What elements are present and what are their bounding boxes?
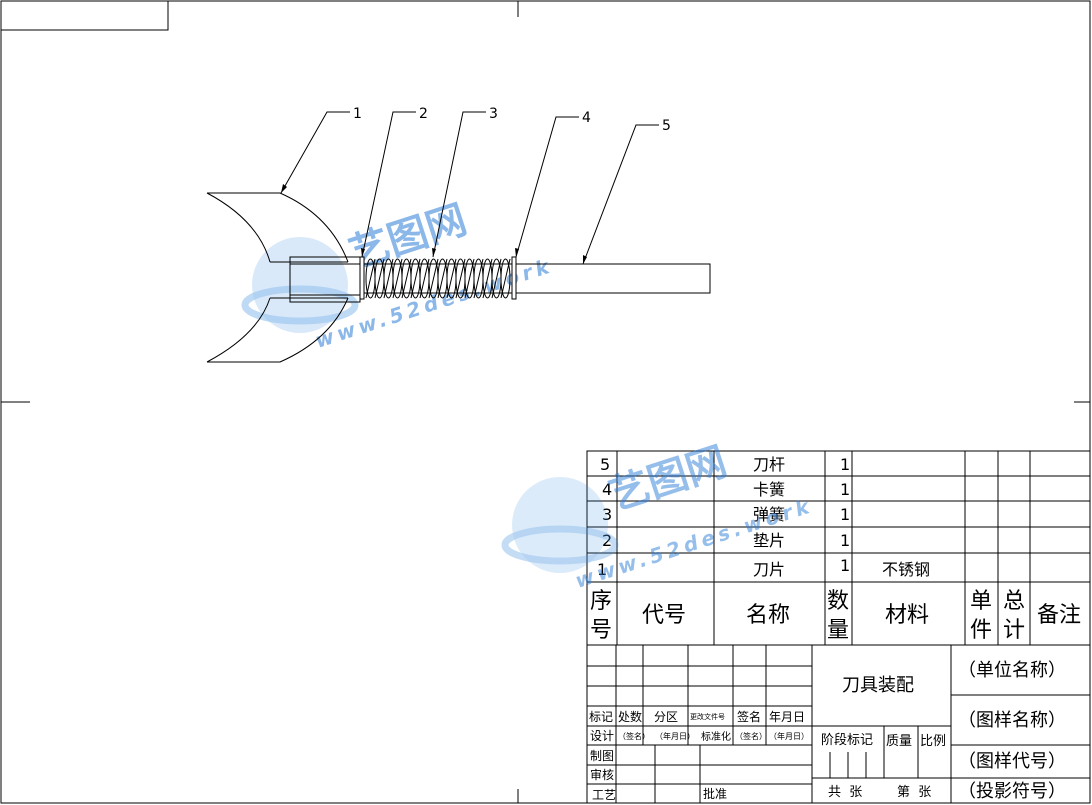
table-row: 3 弹簧 1: [602, 505, 850, 524]
header-material: 材料: [885, 603, 929, 628]
rev-doc-label: 更改文件号: [690, 712, 725, 721]
header-qty-1: 数: [827, 589, 849, 614]
callout-4: 4: [582, 110, 591, 126]
stage-mark-label: 阶段标记: [821, 733, 873, 748]
row-qty: 1: [840, 455, 850, 474]
spring-wire: [473, 258, 484, 299]
spring-wire: [383, 258, 394, 299]
rev-zone-label: 分区: [654, 710, 678, 724]
parts-list-grid: [586, 450, 1091, 646]
drawing-title: 刀具装配: [842, 675, 914, 696]
title-block-text: 标记 处数 分区 更改文件号 签名 年月日 设计 （签名） （年月日） 标准化 …: [589, 660, 1066, 802]
washer: [359, 256, 365, 300]
header-total-1: 总: [1003, 589, 1025, 614]
header-unit-1: 单: [970, 589, 992, 614]
spring-wire: [464, 258, 475, 299]
design-label: 设计: [590, 729, 614, 743]
header-no-1: 序: [590, 589, 612, 614]
unit-name: （单位名称）: [958, 660, 1066, 681]
drawing-name: （图样名称）: [958, 710, 1066, 731]
row-qty: 1: [840, 505, 850, 524]
header-code: 代号: [642, 603, 686, 628]
row-qty: 1: [840, 480, 850, 499]
date-hint-2: （年月日）: [769, 731, 809, 741]
projection-symbol: （投影符号）: [958, 781, 1066, 802]
watermark-url: www.52des.work: [312, 253, 556, 353]
rev-count-label: 处数: [618, 709, 642, 724]
row-name: 弹簧: [753, 505, 785, 524]
title-block-grid: [586, 644, 1091, 804]
table-row: 5 刀杆 1: [600, 455, 850, 474]
row-qty: 1: [840, 531, 850, 550]
scale-label: 比例: [920, 734, 946, 749]
row-no: 1: [597, 560, 607, 579]
sign-hint: （签名）: [618, 731, 650, 741]
row-no: 5: [600, 455, 610, 474]
spring-wire: [437, 258, 448, 299]
parts-list-header: 序 号 代号 名称 数 量 材料 单 件 总 计 备注: [590, 589, 1081, 643]
spring-wire: [500, 258, 511, 299]
row-name: 卡簧: [753, 480, 785, 499]
spring-wire: [365, 258, 376, 299]
drawing-code: （图样代号）: [958, 751, 1066, 772]
table-row: 2 垫片 1: [602, 531, 850, 550]
leader-arrows: [281, 184, 587, 264]
rev-sign-label: 签名: [737, 709, 761, 724]
spring: [365, 258, 511, 299]
approve-label: 批准: [703, 786, 727, 801]
row-qty: 1: [840, 556, 850, 575]
row-name: 刀杆: [753, 455, 785, 474]
sheets-total-label: 共 张: [828, 785, 862, 800]
circlip: [511, 256, 517, 300]
rev-date-label: 年月日: [769, 710, 805, 724]
header-name: 名称: [746, 603, 790, 628]
callout-3: 3: [489, 106, 498, 122]
callout-1: 1: [353, 106, 362, 122]
header-remark: 备注: [1037, 603, 1081, 628]
spring-wire: [419, 258, 430, 299]
knife-blade: [206, 192, 349, 363]
spring-wire: [446, 258, 457, 299]
spring-wire: [428, 258, 439, 299]
date-hint: （年月日）: [655, 731, 695, 741]
row-name: 刀片: [753, 560, 785, 579]
rev-mark-label: 标记: [589, 710, 613, 724]
row-no: 4: [602, 480, 612, 499]
header-no-2: 号: [590, 618, 612, 643]
spring-wire: [374, 258, 385, 299]
row-material: 不锈钢: [882, 560, 930, 579]
spring-wire: [482, 258, 493, 299]
row-no: 2: [602, 531, 612, 550]
standardize-label: 标准化: [701, 730, 731, 743]
draw-label: 制图: [590, 749, 614, 763]
header-qty-2: 量: [827, 618, 849, 643]
header-unit-2: 件: [970, 618, 992, 643]
spring-wire: [401, 258, 412, 299]
process-label: 工艺: [592, 788, 616, 802]
watermark-logo: 艺图网 www.52des.work: [241, 197, 556, 353]
spring-wire: [491, 258, 502, 299]
callout-5: 5: [662, 118, 671, 134]
row-no: 3: [602, 505, 612, 524]
spring-wire: [455, 258, 466, 299]
spring-wire: [410, 258, 421, 299]
table-row: 4 卡簧 1: [602, 480, 850, 499]
row-name: 垫片: [753, 531, 785, 550]
callout-2: 2: [419, 106, 428, 122]
sign-hint-2: （签名）: [735, 731, 767, 741]
sheet-no-label: 第 张: [897, 785, 931, 800]
review-label: 审核: [590, 767, 614, 782]
parts-list-rows: 5 刀杆 1 4 卡簧 1 3 弹簧 1 2 垫片 1 1 刀片 1 不锈钢: [597, 455, 930, 579]
header-total-2: 计: [1003, 618, 1025, 643]
spring-wire: [392, 258, 403, 299]
spring-coil: [500, 258, 511, 299]
table-row: 1 刀片 1 不锈钢: [597, 556, 930, 579]
leader-lines: [280, 111, 659, 265]
mass-label: 质量: [886, 734, 912, 749]
